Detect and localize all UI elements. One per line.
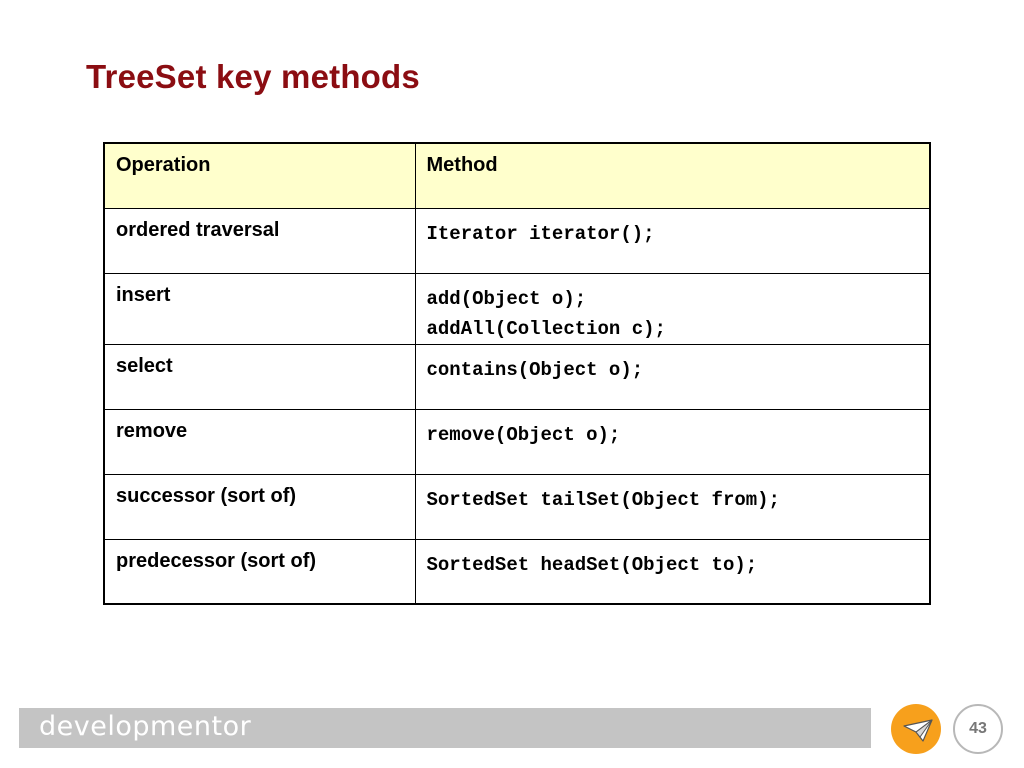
- method-signature: SortedSet headSet(Object to);: [426, 553, 758, 576]
- operation-cell: remove: [103, 408, 416, 475]
- method-signature: add(Object o);: [426, 287, 587, 310]
- operation-cell: ordered traversal: [103, 207, 416, 274]
- table-row: successor (sort of) SortedSet tailSet(Ob…: [103, 473, 931, 540]
- operation-cell: successor (sort of): [103, 473, 416, 540]
- page-number-badge: 43: [953, 704, 1003, 754]
- method-cell: SortedSet headSet(Object to);: [414, 538, 931, 605]
- method-cell: contains(Object o);: [414, 343, 931, 410]
- operation-cell: select: [103, 343, 416, 410]
- method-signature: addAll(Collection c);: [426, 317, 666, 340]
- header-method: Method: [414, 142, 931, 209]
- paper-plane-graphic: [903, 719, 933, 742]
- page-number: 43: [969, 720, 987, 737]
- method-signature: contains(Object o);: [426, 358, 644, 381]
- table-row: insert add(Object o); addAll(Collection …: [103, 272, 931, 345]
- method-signature: Iterator iterator();: [426, 222, 655, 245]
- slide-title: TreeSet key methods: [86, 58, 420, 95]
- table-row: select contains(Object o);: [103, 343, 931, 410]
- operation-cell: predecessor (sort of): [103, 538, 416, 605]
- operation-cell: insert: [103, 272, 416, 345]
- footer-bar: developmentor: [19, 708, 871, 748]
- table-row: predecessor (sort of) SortedSet headSet(…: [103, 538, 931, 605]
- table-header-row: Operation Method: [103, 142, 931, 209]
- method-cell: add(Object o); addAll(Collection c);: [414, 272, 931, 345]
- method-signature: remove(Object o);: [426, 423, 621, 446]
- method-cell: SortedSet tailSet(Object from);: [414, 473, 931, 540]
- methods-table: Operation Method ordered traversal Itera…: [103, 142, 931, 605]
- method-signature: SortedSet tailSet(Object from);: [426, 488, 780, 511]
- method-cell: Iterator iterator();: [414, 207, 931, 274]
- method-cell: remove(Object o);: [414, 408, 931, 475]
- header-operation: Operation: [103, 142, 416, 209]
- paper-plane-icon: [891, 704, 941, 754]
- brand-name: developmentor: [39, 711, 252, 742]
- table-row: remove remove(Object o);: [103, 408, 931, 475]
- table-row: ordered traversal Iterator iterator();: [103, 207, 931, 274]
